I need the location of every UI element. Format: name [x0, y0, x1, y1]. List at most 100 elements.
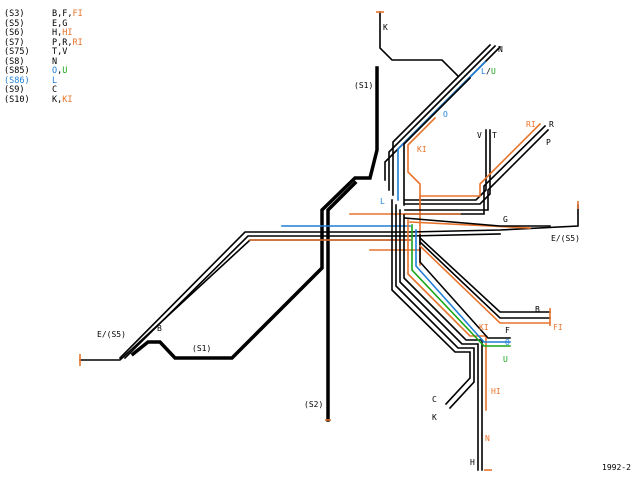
- legend-service: C: [52, 85, 58, 95]
- legend-service: R: [62, 37, 68, 48]
- legend-line-id: (S6): [4, 28, 25, 38]
- label-e-s5-left: E/(S5): [97, 330, 126, 339]
- label-s1-top: (S1): [354, 81, 373, 90]
- s2-track: [326, 180, 358, 422]
- label-n-top: N: [498, 45, 503, 54]
- label-ki-bottom: KI: [479, 323, 489, 332]
- v-branch: [404, 129, 487, 201]
- legend-line-id: (S10): [4, 94, 30, 105]
- legend-service: ,: [57, 94, 63, 105]
- legend-service: K: [52, 94, 58, 105]
- p-branch: [404, 128, 550, 211]
- legend-row: (S8) N: [4, 56, 83, 68]
- label-lu: L: [481, 67, 486, 76]
- legend-service: P: [52, 37, 58, 48]
- legend-row: (S85)O,U: [4, 66, 83, 77]
- label-version: 1992-2: [602, 463, 631, 472]
- label-t: T: [492, 131, 497, 140]
- se-trunk-blue: [415, 229, 511, 343]
- ri-branch: [419, 122, 542, 209]
- label-o-mid: O: [443, 110, 448, 119]
- legend-service: ,: [57, 9, 63, 19]
- legend-row: (S75) T,V: [4, 47, 83, 58]
- label-s2: (S2): [304, 400, 323, 409]
- legend-row: (S5) E,G: [4, 18, 83, 30]
- legend-line-id: (S75): [4, 47, 30, 57]
- legend-line-id: (S5): [4, 18, 25, 29]
- label-u-bottom: U: [503, 355, 508, 364]
- legend-service: ,: [57, 28, 63, 38]
- legend-service: ,: [67, 37, 73, 48]
- legend-service: E: [52, 18, 58, 29]
- legend-service: B: [52, 9, 58, 19]
- legend-row: (S7)P,R,RI: [4, 37, 83, 49]
- g-branch: [404, 217, 551, 227]
- fi-branch-east: [418, 244, 551, 324]
- label-r: R: [549, 120, 554, 129]
- label-lu-u: U: [491, 67, 496, 76]
- legend-service: H: [52, 28, 58, 38]
- label-k-bottom: K: [432, 413, 437, 422]
- legend-line-id: (S7): [4, 37, 25, 48]
- line-legend: (S3)B,F,FI(S5)E,G(S6)H,HI(S7)P,R,RI(S75)…: [4, 9, 83, 105]
- label-s1-bottom: (S1): [192, 344, 211, 353]
- se-trunk-green: [411, 224, 511, 347]
- label-fi: FI: [553, 323, 563, 332]
- orange-ki-branch: [407, 116, 437, 266]
- legend-row: (S86) L: [4, 75, 83, 87]
- label-ki-top: KI: [417, 145, 427, 154]
- station-ticks: [79, 11, 579, 471]
- legend-line-id: (S86): [4, 75, 30, 86]
- legend-service: KI: [62, 94, 73, 105]
- label-f: F: [505, 326, 510, 335]
- f-branch-east: [418, 240, 551, 319]
- legend-service: FI: [72, 9, 83, 19]
- legend-row: (S6) H,HI: [4, 28, 83, 39]
- legend-row: (S3)B,F,FI: [4, 9, 83, 20]
- se-trunk-2: [395, 204, 475, 410]
- label-e-s5-right: E/(S5): [551, 234, 580, 243]
- legend-service: G: [62, 18, 68, 29]
- legend-service: N: [52, 56, 58, 67]
- legend-service: ,: [57, 37, 63, 48]
- se-trunk-3: [399, 209, 479, 471]
- legend-service: ,: [57, 18, 63, 29]
- legend-service: O: [52, 66, 58, 76]
- se-trunk-orange: [407, 219, 487, 411]
- b-branch-east: [418, 236, 551, 313]
- legend-service: RI: [72, 37, 83, 48]
- legend-service: U: [62, 66, 68, 76]
- se-trunk-1: [391, 199, 471, 406]
- legend-service: T: [52, 47, 58, 57]
- legend-service: HI: [62, 28, 73, 38]
- legend-line-id: (S8): [4, 56, 25, 67]
- label-v: V: [477, 131, 482, 140]
- legend-service: L: [52, 75, 58, 86]
- legend-service: ,: [57, 66, 63, 76]
- label-lu-slash: /: [486, 67, 491, 76]
- label-ri: RI: [526, 120, 536, 129]
- label-h: H: [470, 458, 475, 467]
- main-east-west-2: [123, 233, 501, 360]
- legend-row: (S9)C: [4, 85, 83, 96]
- main-east-west-1: [118, 204, 579, 360]
- label-n-bottom: N: [485, 434, 490, 443]
- label-hi: HI: [491, 387, 501, 396]
- label-k-top: K: [383, 23, 388, 32]
- k-branch-top: [379, 11, 460, 78]
- legend-service: V: [62, 47, 68, 57]
- main-east-west-3: [79, 239, 411, 361]
- legend-service: ,: [67, 9, 73, 19]
- label-g: G: [503, 215, 508, 224]
- label-p: P: [546, 138, 551, 147]
- label-b-left: B: [157, 324, 162, 333]
- label-o-bottom: O: [505, 338, 510, 347]
- orange-horizontal-right: [409, 221, 531, 229]
- legend-service: ,: [57, 47, 63, 57]
- label-b-right: B: [535, 305, 540, 314]
- legend-service: F: [62, 9, 68, 19]
- trunk-ne-3: [392, 43, 492, 196]
